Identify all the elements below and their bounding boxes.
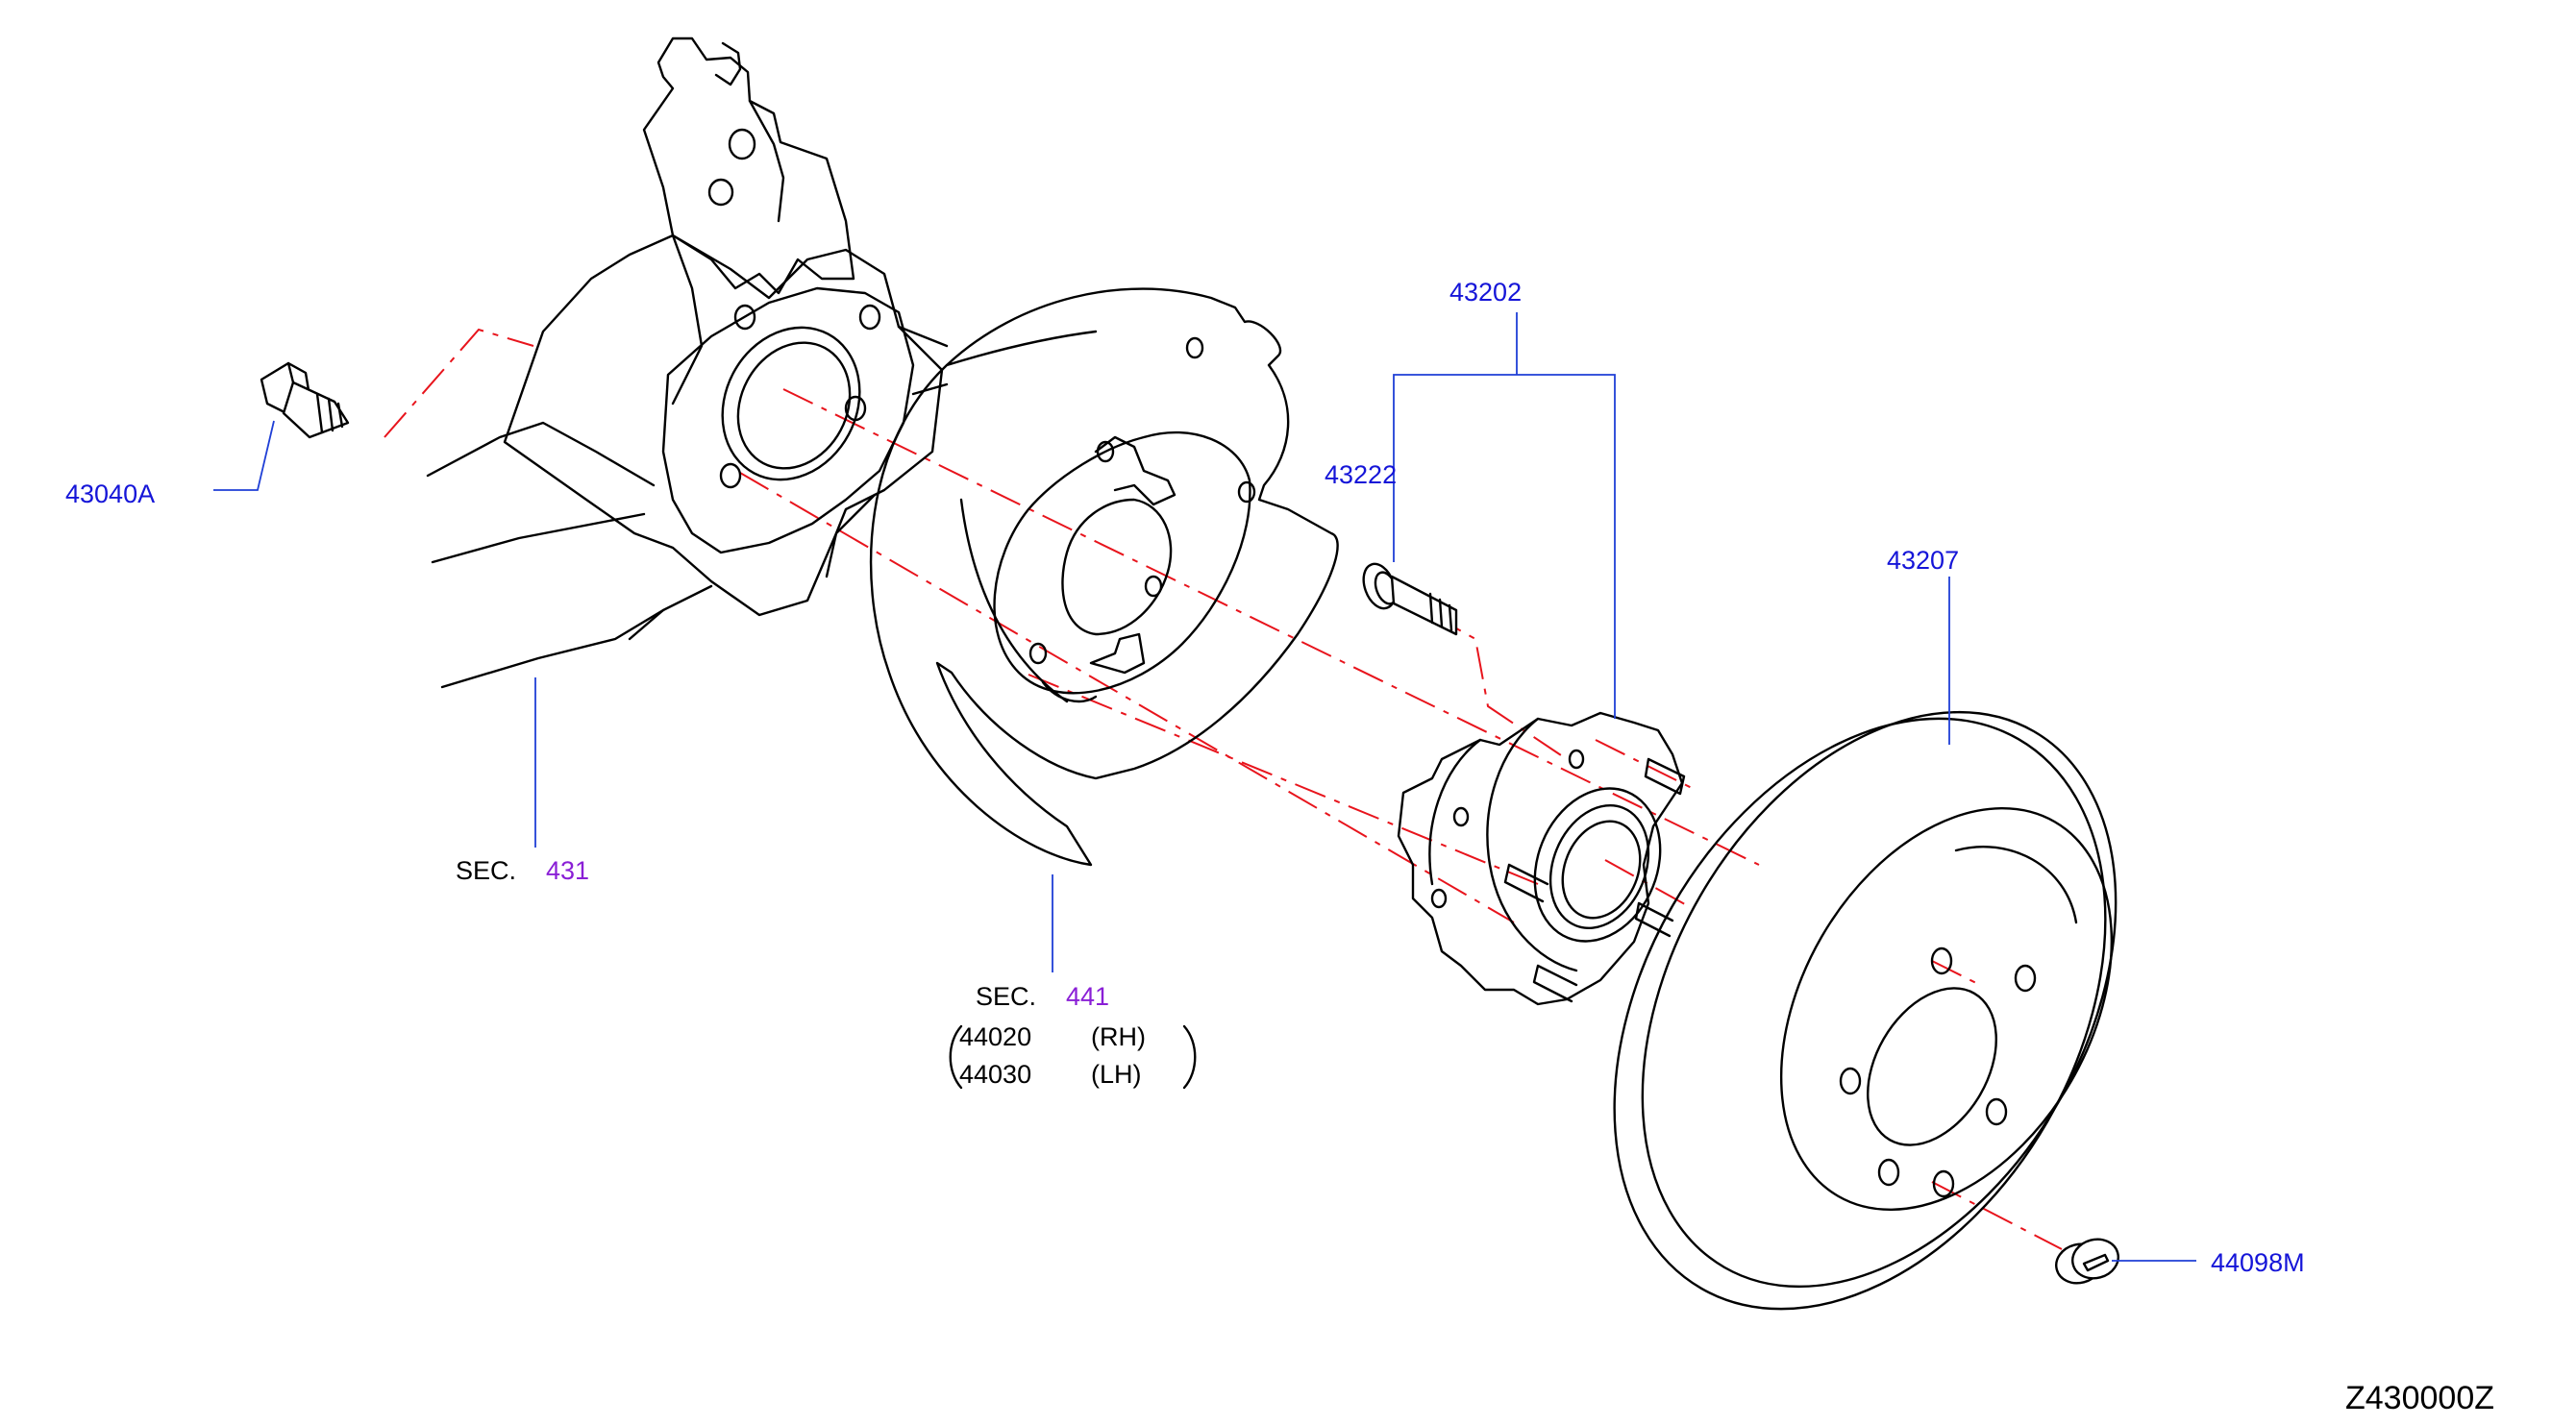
label-lh: (LH) (1091, 1060, 1142, 1089)
label-sec-441-number: 441 (1066, 982, 1109, 1011)
label-sec-431-prefix: SEC. (456, 856, 516, 885)
leader-lines (213, 312, 2196, 1262)
knuckle-assembly (426, 37, 949, 689)
hub-assembly (1397, 711, 1686, 1006)
knuckle-bolt (260, 361, 350, 439)
label-44098m: 44098M (2211, 1248, 2305, 1277)
right-bracket (1182, 1024, 1197, 1090)
label-sec-441-prefix: SEC. (976, 982, 1036, 1011)
label-sec-431-number: 431 (546, 856, 589, 885)
diagram-code: Z430000Z (2345, 1380, 2494, 1416)
hub-bolt (1362, 562, 1458, 636)
label-43207: 43207 (1887, 546, 1959, 575)
backing-plate (869, 287, 1339, 867)
label-43222: 43222 (1325, 460, 1397, 489)
label-43202: 43202 (1449, 278, 1522, 307)
brake-rotor (1613, 710, 2118, 1311)
left-bracket (949, 1024, 963, 1090)
label-44020: 44020 (959, 1022, 1031, 1051)
callout-labels: 43040A 43202 43222 43207 44098M SEC. 431… (65, 278, 2494, 1416)
label-rh: (RH) (1091, 1022, 1146, 1051)
label-43040a: 43040A (65, 479, 155, 508)
label-44030: 44030 (959, 1060, 1031, 1089)
assembly-centerlines (384, 328, 2063, 1250)
rotor-plug (2055, 1238, 2119, 1285)
